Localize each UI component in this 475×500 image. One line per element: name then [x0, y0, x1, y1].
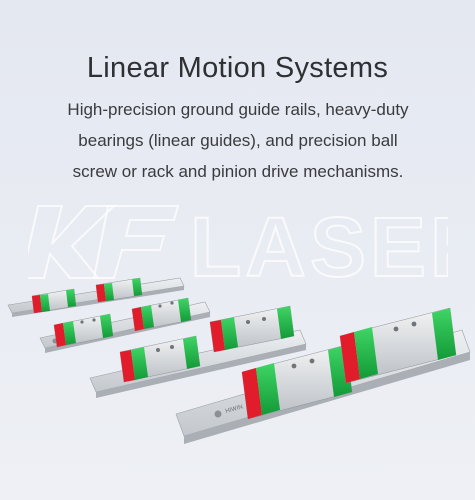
description-line: screw or rack and pinion drive mechanism…: [72, 162, 404, 181]
guide-rail-2: [39, 297, 211, 353]
guide-rail-3: [89, 305, 307, 398]
linear-guide-rails-illustration: HIWIN: [7, 277, 471, 444]
brand-watermark: LASER: [28, 199, 448, 286]
svg-text:LASER: LASER: [190, 200, 448, 286]
rail-marking: HIWIN: [225, 404, 244, 415]
description-line: High-precision ground guide rails, heavy…: [67, 100, 409, 119]
description-line: bearings (linear guides), and precision …: [78, 131, 398, 150]
guide-rail-1: [7, 277, 185, 317]
guide-rail-4: HIWIN: [175, 307, 471, 444]
page-title: Linear Motion Systems: [86, 52, 389, 84]
description: High-precision ground guide rails, heavy…: [18, 94, 458, 187]
